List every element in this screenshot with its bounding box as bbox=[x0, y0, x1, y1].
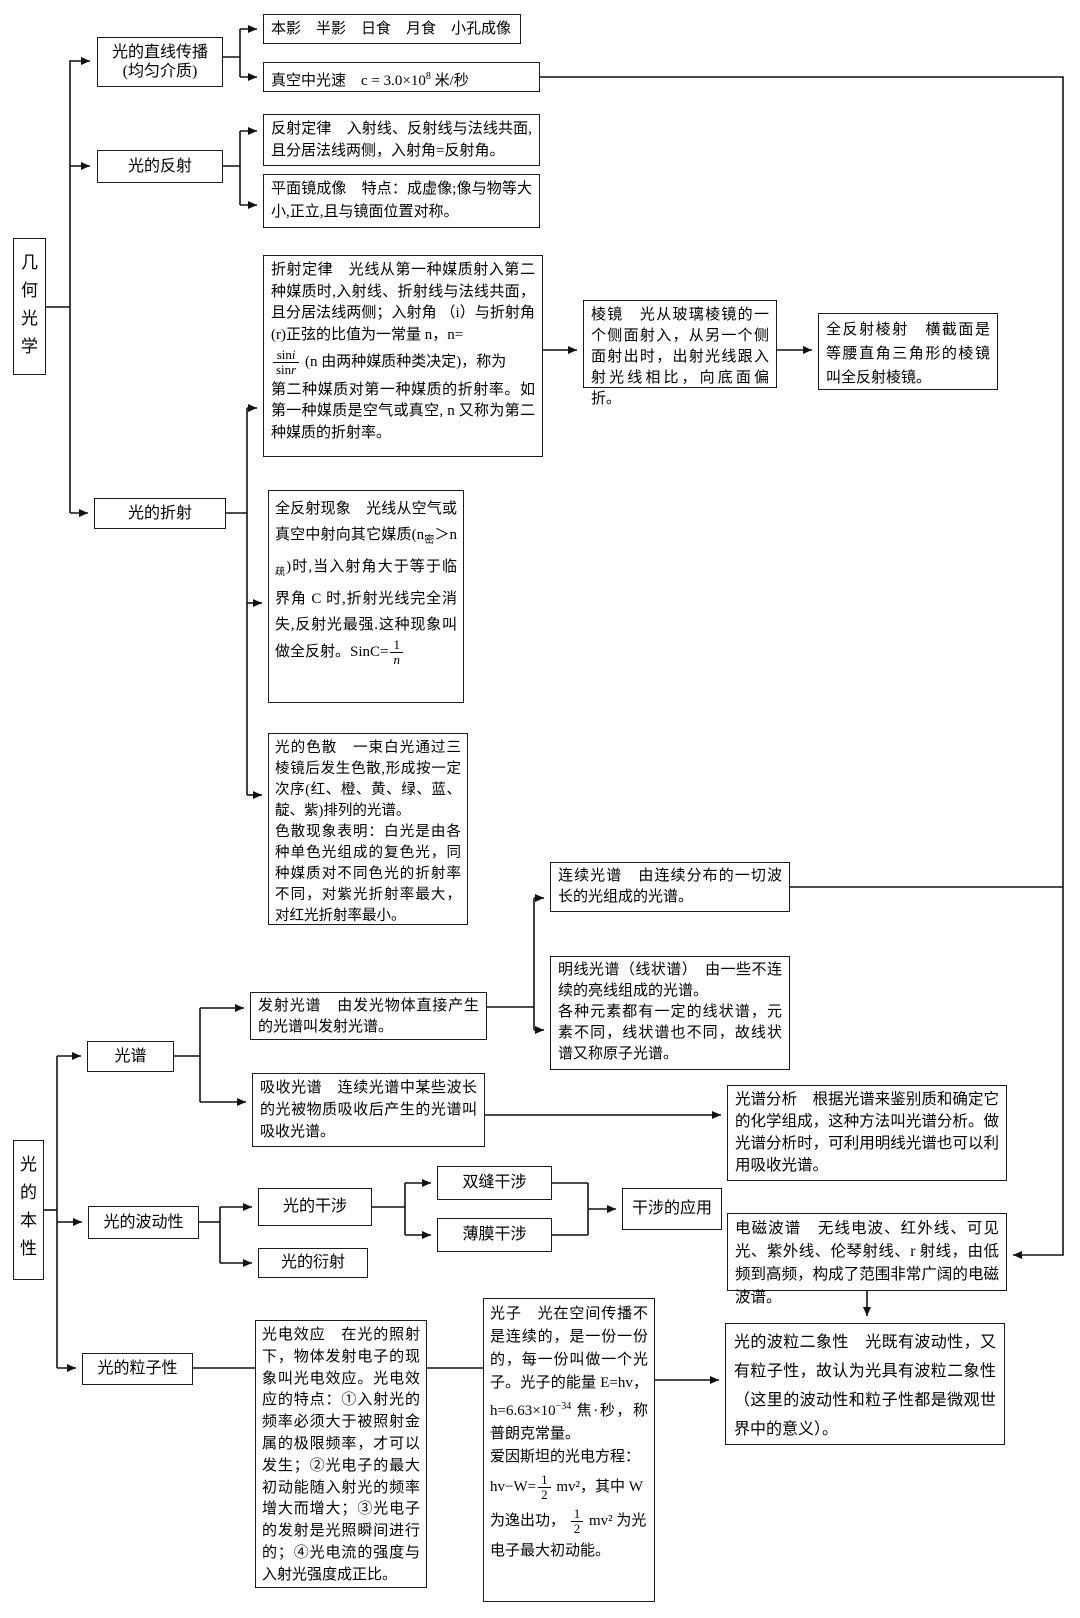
box-photon: 光子 光在空间传播不是连续的，是一份一份的，每一份叫做一个光子。光子的能量 E=… bbox=[483, 1298, 655, 1602]
node-rectilinear-propagation: 光的直线传播 (均匀介质) bbox=[97, 37, 223, 87]
connector bbox=[69, 57, 90, 513]
box-light-speed: 真空中光速 c = 3.0×108 米/秒 bbox=[263, 62, 540, 92]
node-spectrum: 光谱 bbox=[87, 1041, 174, 1072]
dispersion-text: 光的色散 一束白光通过三棱镜后发生色散,形成按一定次序(红、橙、黄、绿、蓝、靛、… bbox=[275, 740, 461, 819]
node-label: 薄膜干涉 bbox=[462, 1226, 527, 1244]
node-label: 光的反射 bbox=[127, 157, 192, 175]
photon-text2: 焦·秒，称普朗克常量。 bbox=[490, 1403, 648, 1442]
photon-text3: 电子最大初动能。 bbox=[490, 1543, 611, 1560]
node-label: 光的衍射 bbox=[280, 1254, 345, 1272]
light-speed-unit: 米/秒 bbox=[430, 73, 469, 89]
exponent: 8 bbox=[425, 71, 431, 82]
total-reflection-text: 全反射现象 光线从空气或真空中射向其它媒质(n bbox=[275, 501, 457, 543]
node-label: 光的折射 bbox=[127, 504, 192, 522]
node-label: 双缝干涉 bbox=[462, 1174, 527, 1192]
node-thin-film: 薄膜干涉 bbox=[437, 1218, 552, 1252]
box-total-reflection: 全反射现象 光线从空气或真空中射向其它媒质(n密＞n 疏)时,当入射角大于等于临界… bbox=[268, 490, 464, 703]
node-label: 光的干涉 bbox=[282, 1198, 347, 1216]
node-interference: 光的干涉 bbox=[258, 1188, 372, 1226]
node-particle-nature: 光的粒子性 bbox=[82, 1353, 193, 1385]
box-plane-mirror: 平面镜成像 特点：成虚像;像与物等大小,正立,且与镜面位置对称。 bbox=[263, 174, 540, 228]
dispersion-text2: 色散现象表明：白光是由各种单色光组成的复色光，同种媒质对不同色光的折射率不同，对… bbox=[275, 824, 461, 924]
subscript-dense: 密 bbox=[424, 535, 435, 546]
bright-line-text: 明线光谱（线状谱） 由一些不连续的亮线组成的光谱。 bbox=[558, 962, 782, 999]
einstein-equation-label: 爱因斯坦的光电方程： bbox=[490, 1449, 641, 1465]
node-refraction: 光的折射 bbox=[94, 498, 226, 529]
node-label: (均匀介质) bbox=[122, 63, 198, 80]
node-diffraction: 光的衍射 bbox=[258, 1248, 368, 1278]
refraction-law-text: 折射定律 光线从第一种媒质射入第二种媒质时,入射线、折射线与法线共面，且分居法线… bbox=[271, 262, 535, 343]
node-label: 光的粒子性 bbox=[97, 1360, 178, 1378]
node-wave-nature: 光的波动性 bbox=[88, 1206, 199, 1239]
root-light-nature: 光的本性 bbox=[13, 1140, 44, 1280]
node-reflection: 光的反射 bbox=[97, 150, 223, 183]
box-photoelectric-effect: 光电效应 在光的照射下，物体发射电子的现象叫光电效应。光电效应的特点：①入射光的… bbox=[255, 1320, 427, 1588]
root-geometric-optics: 几何光学 bbox=[13, 238, 46, 375]
planck-exponent: −34 bbox=[555, 1401, 572, 1412]
box-continuous-spectrum: 连续光谱 由连续分布的一切波长的光组成的光谱。 bbox=[550, 862, 790, 912]
node-label: 干涉的应用 bbox=[631, 1200, 712, 1218]
box-refraction-law: 折射定律 光线从第一种媒质射入第二种媒质时,入射线、折射线与法线共面，且分居法线… bbox=[263, 255, 543, 457]
box-emission-spectrum: 发射光谱 由发光物体直接产生的光谱叫发射光谱。 bbox=[250, 992, 487, 1040]
box-shadow-imaging: 本影 半影 日食 月食 小孔成像 bbox=[263, 14, 521, 44]
total-reflection-text3: )时,当入射角大于等于临界角 C 时,折射光线完全消失,反射光最强.这种现象叫做… bbox=[275, 559, 458, 660]
refraction-law-note: (n 由两种媒质种类决定)，称为 bbox=[304, 353, 507, 370]
connector bbox=[540, 76, 1064, 1259]
node-interference-application: 干涉的应用 bbox=[622, 1188, 722, 1230]
total-reflection-text2: ＞n bbox=[434, 527, 458, 543]
light-speed-text: 真空中光速 c = 3.0×10 bbox=[271, 73, 426, 89]
node-label: 光的直线传播 bbox=[111, 43, 208, 61]
box-prism: 棱镜 光从玻璃棱镜的一个侧面射入，从另一个侧面射出时，出射光线跟入射光线相比，向… bbox=[583, 300, 777, 407]
subscript-sparse: 疏 bbox=[275, 567, 287, 578]
photon-text: 光子 光在空间传播不是连续的，是一份一份的，每一份叫做一个光子。光子的能量 E=… bbox=[490, 1306, 648, 1419]
box-dispersion: 光的色散 一束白光通过三棱镜后发生色散,形成按一定次序(红、橙、黄、绿、蓝、靛、… bbox=[268, 733, 468, 925]
box-reflection-law: 反射定律 入射线、反射线与法线共面,且分居法线两侧，入射角=反射角。 bbox=[263, 114, 540, 166]
bright-line-text2: 各种元素都有一定的线状谱，元素不同，线状谱也不同，故线状谱又称原子光谱。 bbox=[558, 1004, 782, 1062]
node-label: 光的波动性 bbox=[103, 1213, 184, 1231]
refraction-law-text2: 第二种媒质对第一种媒质的折射率。如第一种媒质是空气或真空, n 又称为第二种媒质… bbox=[271, 381, 535, 441]
box-em-spectrum: 电磁波谱 无线电波、红外线、可见光、紫外线、伦琴射线、r 射线，由低频到高频，构… bbox=[727, 1213, 1007, 1306]
refraction-law-formula: sini sinr (n 由两种媒质种类决定)，称为 bbox=[271, 347, 535, 378]
box-absorption-spectrum: 吸收光谱 连续光谱中某些波长的光被物质吸收后产生的光谱叫吸收光谱。 bbox=[252, 1073, 485, 1147]
box-spectrum-analysis: 光谱分析 根据光谱来鉴别质和确定它的化学组成，这种方法叫光谱分析。做光谱分析时，… bbox=[727, 1085, 1007, 1181]
box-total-reflection-prism: 全反射棱射 横截面是等腰直角三角形的棱镜叫全反射棱镜。 bbox=[818, 313, 998, 390]
sine-ratio-fraction: sini sinr bbox=[273, 347, 300, 378]
node-label: 光谱 bbox=[114, 1047, 147, 1065]
box-wave-particle-duality: 光的波粒二象性 光既有波动性，又有粒子性，故认为光具有波粒二象性（这里的波动性和… bbox=[725, 1323, 1005, 1445]
box-bright-line-spectrum: 明线光谱（线状谱） 由一些不连续的亮线组成的光谱。 各种元素都有一定的线状谱，元… bbox=[550, 956, 790, 1070]
node-double-slit: 双缝干涉 bbox=[437, 1166, 552, 1200]
